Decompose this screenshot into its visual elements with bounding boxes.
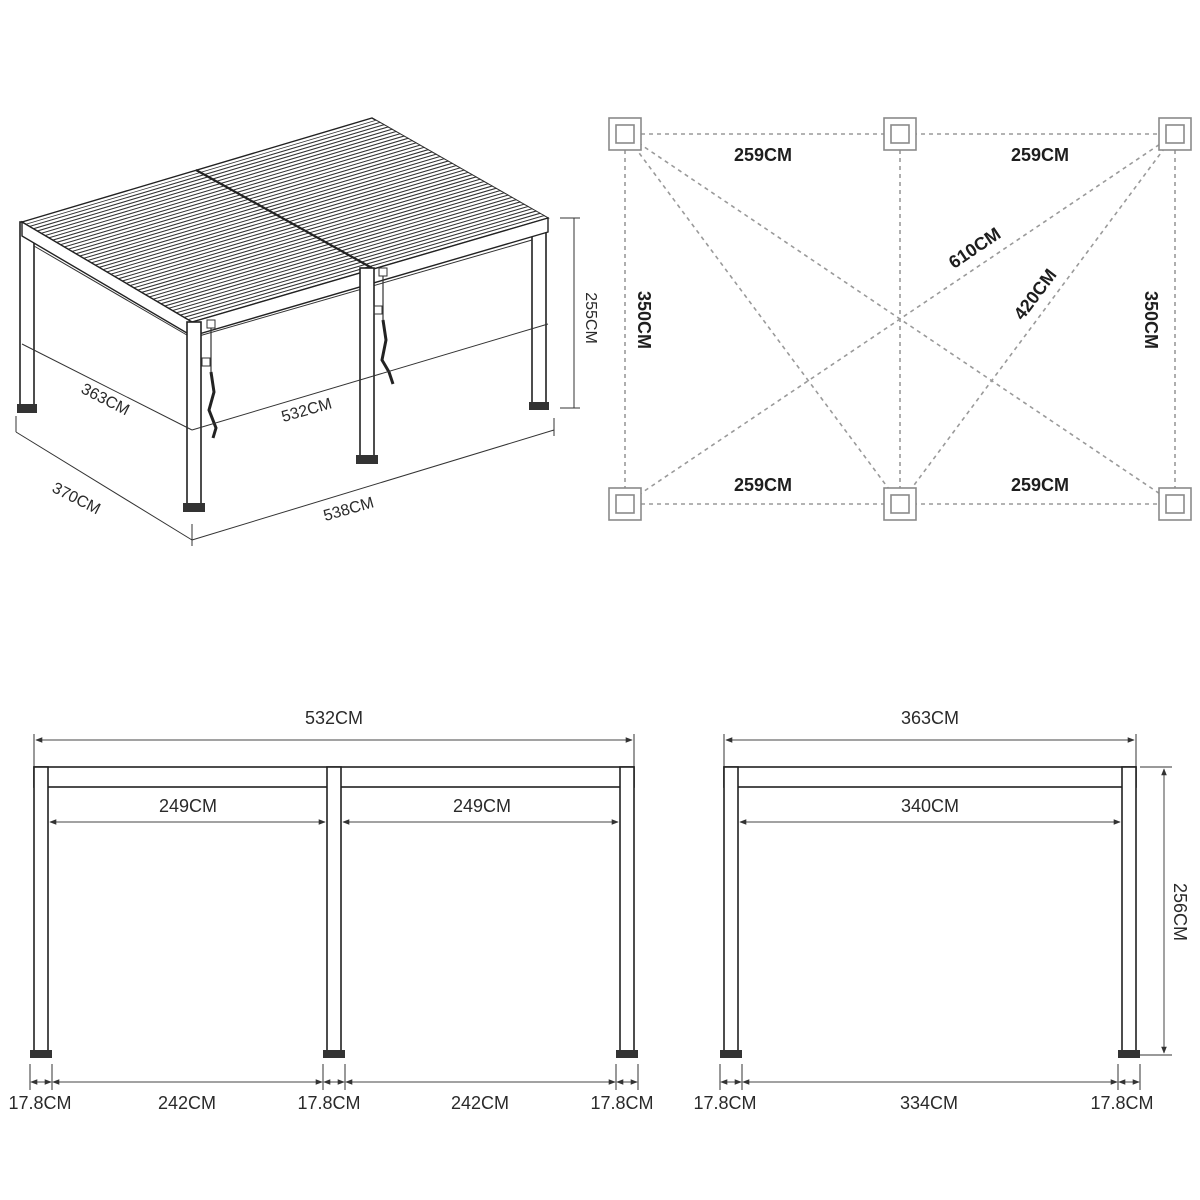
dim-line-depth-outer [15,431,193,541]
label-width-outer: 538CM [322,494,376,525]
dim-line-width-outer [191,429,555,541]
post-front-left [186,321,202,509]
post-foot [529,402,549,410]
front-post-right [619,766,635,1058]
label-width-inner: 532CM [280,395,334,426]
post-foot [616,1050,638,1058]
plan-post-inner [615,124,635,144]
label-plan-diagonal-half: 420CM [1010,265,1061,323]
label-depth-outer: 370CM [49,480,103,519]
post-foot [720,1050,742,1058]
front-post-middle [326,766,342,1058]
side-elevation: 363CM 340CM 256CM 17.8CM 334CM 17.8CM [693,708,1190,1113]
side-beam [723,766,1137,788]
label-side-height: 256CM [1170,883,1190,941]
label-front-gap-left: 242CM [158,1093,216,1113]
crank-handle-left [201,319,218,439]
post-back-left [19,221,35,411]
post-front-middle [359,267,375,461]
label-front-overall: 532CM [305,708,363,728]
dim-line-depth-inner [21,343,193,431]
label-side-gap: 334CM [900,1093,958,1113]
label-plan-bottom-right: 259CM [1011,475,1069,495]
label-plan-diagonal-full: 610CM [945,224,1004,273]
roof-middle-beam [195,169,373,269]
post-foot [17,404,37,413]
label-front-foot-2: 17.8CM [297,1093,360,1113]
plan-view: 259CM 259CM 259CM 259CM 350CM 350CM 610C… [608,117,1192,521]
post-foot [1118,1050,1140,1058]
crank-handle-right [373,267,395,385]
label-front-foot-3: 17.8CM [590,1093,653,1113]
label-plan-bottom-left: 259CM [734,475,792,495]
plan-post-inner [615,494,635,514]
label-front-foot-1: 17.8CM [8,1093,71,1113]
roof-louvres [24,119,550,323]
label-front-gap-right: 242CM [451,1093,509,1113]
plan-post-inner [890,124,910,144]
label-front-bay-right: 249CM [453,796,511,816]
isometric-view: 363CM 532CM 370CM 538CM 255CM [15,117,599,546]
post-foot [356,455,378,464]
post-foot [183,503,205,512]
front-elevation: 532CM 249CM 249CM 17.8CM 242CM 17.8CM 24… [8,708,653,1113]
plan-post-inner [1165,124,1185,144]
label-side-foot-2: 17.8CM [1090,1093,1153,1113]
post-back-right [531,219,547,409]
label-plan-top-left: 259CM [734,145,792,165]
plan-post-outer [608,487,642,521]
label-plan-left-side: 350CM [634,291,654,349]
dim-line-width-inner [191,323,549,431]
label-side-foot-1: 17.8CM [693,1093,756,1113]
label-side-overall: 363CM [901,708,959,728]
post-foot [30,1050,52,1058]
label-side-bay: 340CM [901,796,959,816]
post-foot [323,1050,345,1058]
label-height: 255CM [582,292,599,344]
label-plan-top-right: 259CM [1011,145,1069,165]
side-post-right [1121,766,1137,1058]
label-plan-right-side: 350CM [1141,291,1161,349]
side-post-left [723,766,739,1058]
front-post-left [33,766,49,1058]
label-front-bay-left: 249CM [159,796,217,816]
plan-post-inner [890,494,910,514]
plan-posts [608,117,1192,521]
plan-post-inner [1165,494,1185,514]
